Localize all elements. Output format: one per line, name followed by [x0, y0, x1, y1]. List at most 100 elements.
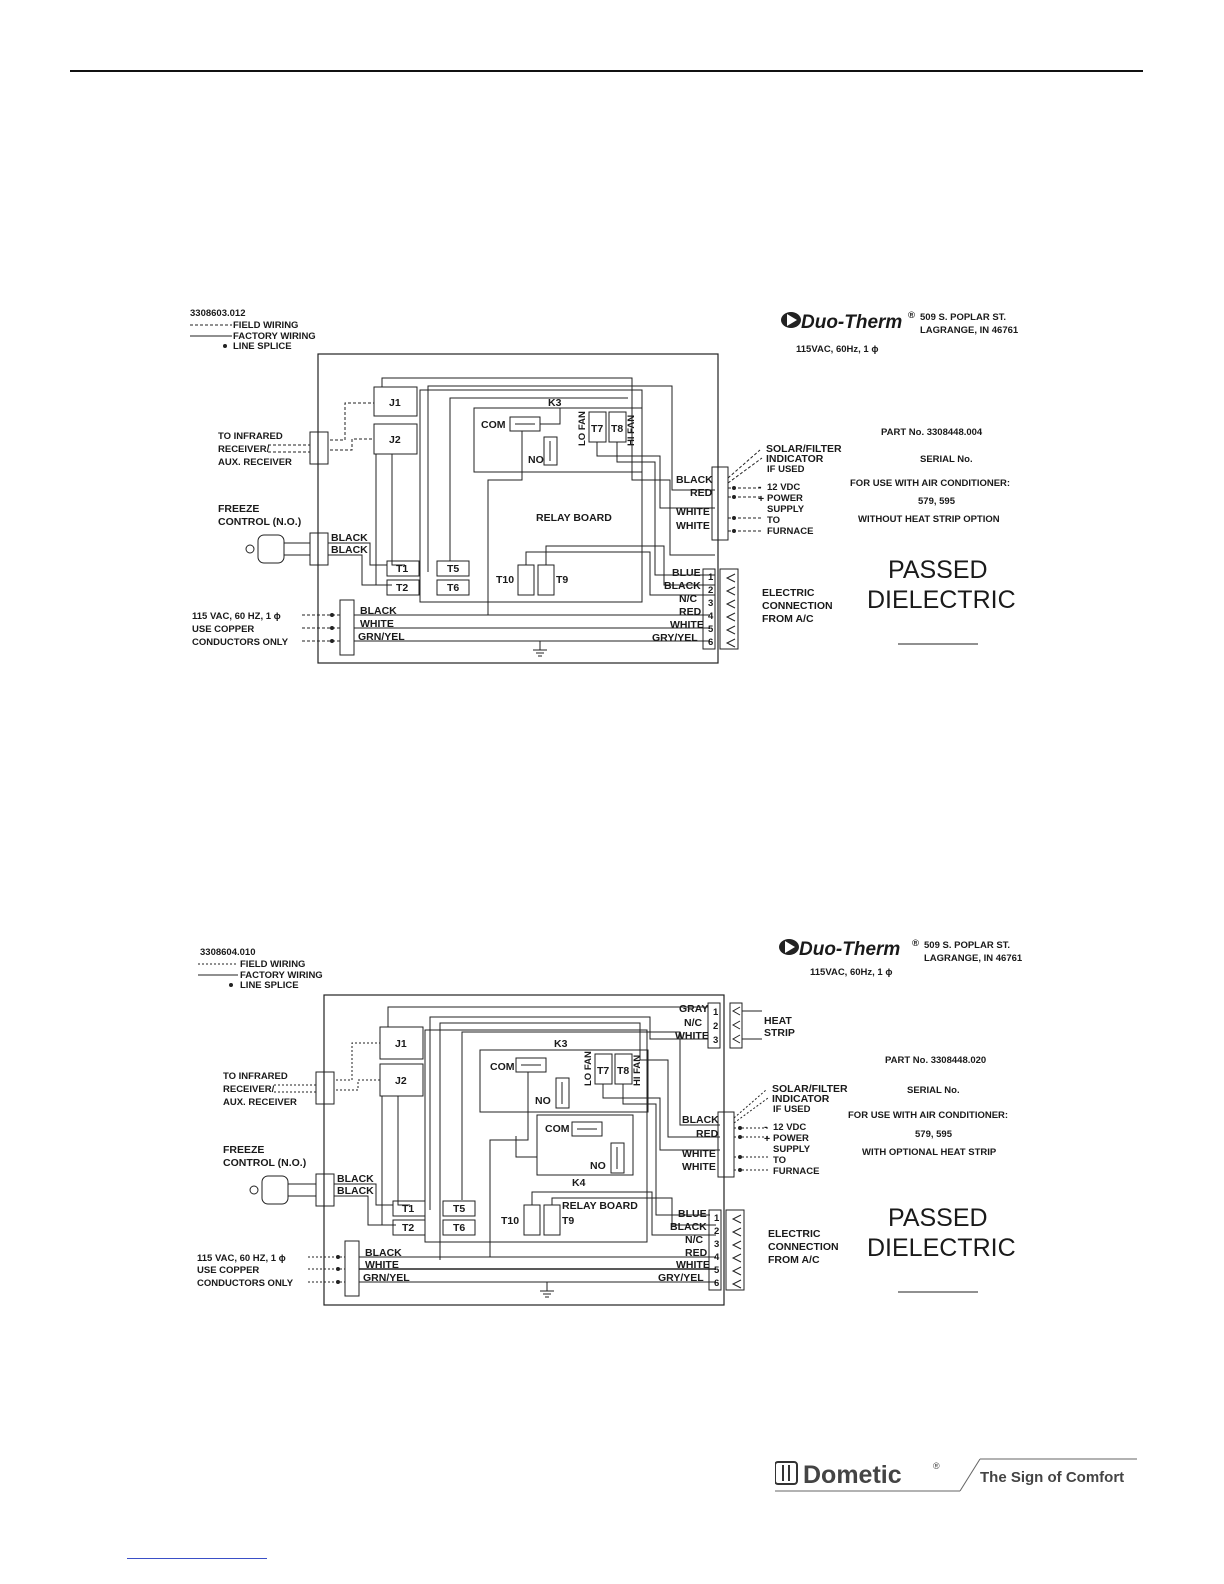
- supply-wire-black: BLACK: [360, 605, 397, 617]
- top-rule: [70, 70, 1143, 72]
- svg-text:6: 6: [714, 1278, 719, 1289]
- svg-text:1: 1: [714, 1213, 720, 1224]
- part-number: PART No. 3308448.020: [885, 1055, 986, 1066]
- ac-wire-black: BLACK: [664, 580, 701, 592]
- dielectric-label: DIELECTRIC: [867, 586, 1016, 614]
- relay-no: NO: [528, 454, 544, 466]
- svg-text:2: 2: [714, 1226, 719, 1237]
- freeze-label-2: CONTROL (N.O.): [223, 1157, 306, 1169]
- heat-strip-label-2: STRIP: [764, 1027, 795, 1039]
- supply-note-3: CONDUCTORS ONLY: [192, 637, 289, 648]
- dometic-logo: Dometic ® The Sign of Comfort: [774, 1458, 1137, 1492]
- duo-therm-wordmark: Duo-Therm: [801, 312, 902, 333]
- relay-k4-no: NO: [590, 1160, 606, 1172]
- address-line-1: 509 S. POPLAR ST.: [924, 940, 1010, 951]
- wiring-diagram-1: 3308603.012 FIELD WIRING FACTORY WIRING …: [190, 308, 1019, 664]
- ac-wire-nc: N/C: [685, 1234, 704, 1246]
- supply-wire-white: WHITE: [365, 1259, 399, 1271]
- power-rating: 115VAC, 60Hz, 1 ϕ: [796, 344, 878, 355]
- duo-therm-logo: Duo-Therm ®: [779, 938, 919, 960]
- heat-wire-gray: GRAY: [679, 1003, 708, 1015]
- address-line-2: LAGRANGE, IN 46761: [924, 953, 1023, 964]
- infrared-label-2: RECEIVER/: [218, 444, 270, 455]
- terminal-t1: T1: [396, 563, 408, 575]
- heat-wire-nc: N/C: [684, 1017, 703, 1029]
- svg-text:2: 2: [708, 585, 713, 596]
- svg-text:1: 1: [708, 572, 714, 583]
- power-supply-4: TO: [767, 515, 780, 526]
- legend-field-wiring: FIELD WIRING: [240, 959, 305, 970]
- models-label: 579, 595: [915, 1129, 953, 1140]
- svg-text:4: 4: [714, 1252, 720, 1263]
- infrared-label-2: RECEIVER/: [223, 1084, 275, 1095]
- freeze-wire-1: BLACK: [331, 532, 368, 544]
- supply-note-2: USE COPPER: [192, 624, 254, 635]
- address-line-2: LAGRANGE, IN 46761: [920, 325, 1019, 336]
- hi-fan-label: HI FAN: [632, 1055, 643, 1086]
- serial-number: SERIAL No.: [920, 454, 973, 465]
- ac-wire-red: RED: [679, 606, 702, 618]
- connector-j1: J1: [395, 1038, 407, 1050]
- furnace-wire-white-2: WHITE: [682, 1161, 716, 1173]
- solar-label-2: INDICATOR: [766, 453, 824, 465]
- terminal-t7: T7: [591, 423, 603, 435]
- infrared-label-1: TO INFRARED: [218, 431, 283, 442]
- solar-label-1: SOLAR/FILTER: [772, 1083, 848, 1095]
- lo-fan-label: LO FAN: [583, 1051, 594, 1086]
- relay-com: COM: [481, 419, 506, 431]
- supply-note-1: 115 VAC, 60 HZ, 1 ϕ: [192, 611, 281, 622]
- solar-label-3: IF USED: [767, 464, 805, 475]
- relay-k3: K3: [548, 397, 562, 409]
- power-supply-5: FURNACE: [767, 526, 813, 537]
- hi-fan-label: HI FAN: [626, 415, 637, 446]
- ac-wire-gryyel: GRY/YEL: [652, 632, 698, 644]
- electric-label-2: CONNECTION: [768, 1241, 839, 1253]
- relay-com: COM: [490, 1061, 515, 1073]
- svg-text:-: -: [764, 1121, 768, 1133]
- legend-line-splice: LINE SPLICE: [233, 341, 292, 352]
- solar-label-1: SOLAR/FILTER: [766, 443, 842, 455]
- infrared-label-3: AUX. RECEIVER: [223, 1097, 297, 1108]
- svg-text:+: +: [764, 1133, 770, 1145]
- terminal-t5: T5: [453, 1203, 465, 1215]
- relay-k4-com: COM: [545, 1123, 570, 1135]
- legend-factory-wiring: FACTORY WIRING: [233, 331, 316, 342]
- terminal-t2: T2: [396, 582, 408, 594]
- terminal-t2: T2: [402, 1222, 414, 1234]
- power-supply-3: SUPPLY: [773, 1144, 811, 1155]
- wiring-diagram-2: 3308604.010 FIELD WIRING FACTORY WIRING …: [197, 938, 1023, 1306]
- svg-text:3: 3: [713, 1035, 718, 1046]
- svg-text:+: +: [758, 493, 764, 505]
- ac-wire-white: WHITE: [676, 1259, 710, 1271]
- power-supply-2: POWER: [767, 493, 803, 504]
- svg-text:1: 1: [713, 1007, 719, 1018]
- power-rating: 115VAC, 60Hz, 1 ϕ: [810, 967, 892, 978]
- models-label: 579, 595: [918, 496, 956, 507]
- ac-pin-labels: 1 2 3 4 5 6: [714, 1213, 720, 1289]
- for-use-label: FOR USE WITH AIR CONDITIONER:: [848, 1110, 1008, 1121]
- dometic-footer: Dometic ® The Sign of Comfort: [774, 1455, 1145, 1495]
- lo-fan-label: LO FAN: [577, 411, 588, 446]
- freeze-wire-1: BLACK: [337, 1173, 374, 1185]
- svg-text:5: 5: [708, 624, 714, 635]
- terminal-t5: T5: [447, 563, 459, 575]
- dometic-wordmark: Dometic: [803, 1461, 902, 1489]
- ac-wire-nc: N/C: [679, 593, 698, 605]
- terminal-t8: T8: [617, 1065, 629, 1077]
- supply-wire-white: WHITE: [360, 618, 394, 630]
- address-line-1: 509 S. POPLAR ST.: [920, 312, 1006, 323]
- power-supply-2: POWER: [773, 1133, 809, 1144]
- relay-board-label: RELAY BOARD: [562, 1200, 638, 1212]
- relay-board-label: RELAY BOARD: [536, 512, 612, 524]
- option-label: WITH OPTIONAL HEAT STRIP: [862, 1147, 997, 1158]
- freeze-wire-2: BLACK: [337, 1185, 374, 1197]
- connector-j2: J2: [395, 1075, 407, 1087]
- infrared-label-1: TO INFRARED: [223, 1071, 288, 1082]
- part-code: 3308604.010: [200, 947, 255, 958]
- freeze-label-1: FREEZE: [218, 503, 259, 515]
- serial-number: SERIAL No.: [907, 1085, 960, 1096]
- passed-label: PASSED: [888, 1204, 988, 1232]
- terminal-t10: T10: [501, 1215, 519, 1227]
- power-supply-1: 12 VDC: [773, 1122, 806, 1133]
- passed-label: PASSED: [888, 556, 988, 584]
